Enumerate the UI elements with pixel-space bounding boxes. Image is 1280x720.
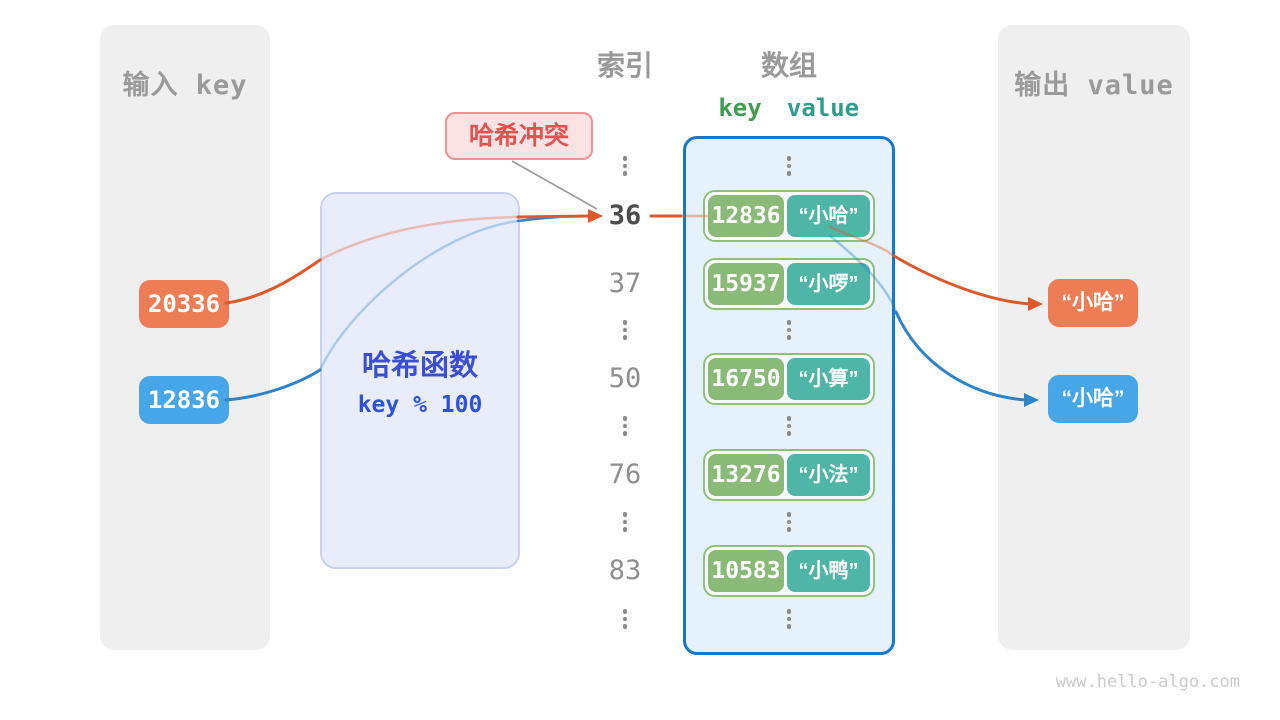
orange-arrow-to-index-36: [516, 214, 591, 219]
array-pair-row: 13276 “小法”: [703, 449, 875, 501]
array-column-title: 数组: [760, 50, 817, 81]
hash-function-box: 哈希函数 key % 100: [320, 192, 520, 569]
ellipsis-dots: [784, 320, 794, 340]
pair-value: “小哈”: [787, 195, 870, 237]
ellipsis-dots: [784, 156, 794, 176]
blue-merge-segment: [516, 215, 560, 223]
ellipsis-dots: [620, 320, 630, 340]
pair-value: “小算”: [787, 358, 870, 400]
ellipsis-dots: [784, 416, 794, 436]
index-value-50: 50: [608, 363, 642, 394]
value-column-label: value: [786, 94, 860, 122]
ellipsis-dots: [784, 512, 794, 532]
input-key-12836: 12836: [139, 376, 229, 424]
collision-pointer-line: [511, 160, 598, 210]
array-pair-row: 12836 “小哈”: [703, 190, 875, 242]
output-value-bottom: “小哈”: [1048, 375, 1138, 423]
output-value-panel: 输出 value: [998, 25, 1190, 650]
array-pair-row: 16750 “小算”: [703, 353, 875, 405]
website-watermark: www.hello-algo.com: [1055, 672, 1240, 692]
pair-value: “小法”: [787, 454, 870, 496]
ellipsis-dots: [620, 609, 630, 629]
index-value-36: 36: [608, 200, 642, 231]
index-column-title: 索引: [596, 50, 653, 81]
array-pair-row: 15937 “小啰”: [703, 258, 875, 310]
index-value-76: 76: [608, 459, 642, 490]
input-panel-title: 输入 key: [122, 70, 248, 101]
pair-key: 13276: [708, 454, 784, 496]
key-column-label: key: [718, 94, 762, 122]
hash-function-formula: key % 100: [357, 392, 483, 418]
pair-key: 12836: [708, 195, 784, 237]
hash-collision-callout: 哈希冲突: [445, 112, 593, 160]
output-panel-title: 输出 value: [1014, 70, 1174, 101]
output-value-top: “小哈”: [1048, 279, 1138, 327]
hash-function-title: 哈希函数: [361, 350, 478, 382]
pair-value: “小啰”: [787, 263, 870, 305]
index-value-83: 83: [608, 555, 642, 586]
ellipsis-dots: [784, 609, 794, 629]
pair-key: 10583: [708, 550, 784, 592]
input-key-20336: 20336: [139, 280, 229, 328]
pair-key: 16750: [708, 358, 784, 400]
input-key-panel: 输入 key: [100, 25, 270, 650]
ellipsis-dots: [620, 416, 630, 436]
ellipsis-dots: [620, 512, 630, 532]
index-value-37: 37: [608, 268, 642, 299]
ellipsis-dots: [620, 156, 630, 176]
pair-key: 15937: [708, 263, 784, 305]
pair-value: “小鸭”: [787, 550, 870, 592]
array-pair-row: 10583 “小鸭”: [703, 545, 875, 597]
